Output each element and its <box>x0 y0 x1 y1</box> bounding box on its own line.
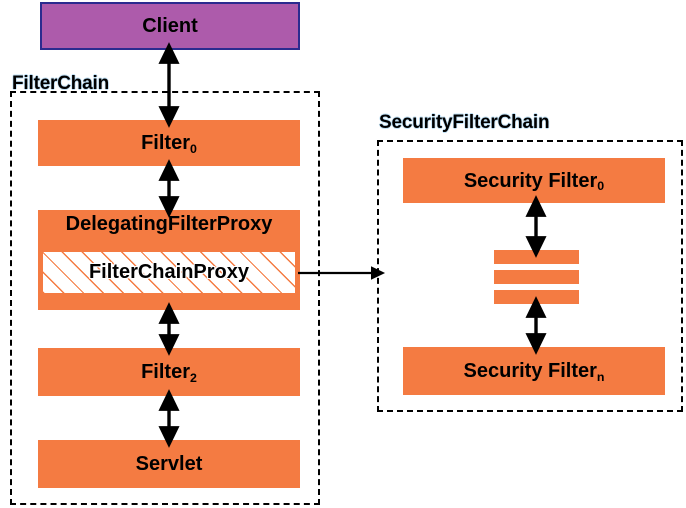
node-filter-2[interactable]: Filter2 <box>22 348 300 412</box>
node-filter-chain-proxy-label: FilterChainProxy <box>88 261 250 283</box>
node-filter-2-subscript: 2 <box>190 370 197 385</box>
ellipsis-bar-3 <box>494 290 579 304</box>
node-client-label: Client <box>142 15 198 37</box>
node-security-filter-n-subscript: n <box>596 369 605 384</box>
node-security-filter-0-label: Security Filter0 <box>463 169 605 194</box>
node-filter-chain-proxy[interactable]: FilterChainProxy <box>42 251 296 294</box>
node-client[interactable]: Client <box>25 2 300 65</box>
node-security-filter-0[interactable]: Security Filter0 <box>396 158 665 210</box>
node-servlet-label: Servlet <box>135 453 203 475</box>
node-filter-2-label: Filter2 <box>141 361 197 385</box>
ellipsis-bar-2 <box>494 270 579 284</box>
node-security-filter-n-label: Security Filtern <box>463 360 605 384</box>
node-security-filter-n[interactable]: Security Filtern <box>387 347 665 411</box>
node-filter-0-subscript: 0 <box>190 141 197 156</box>
node-security-filter-0-subscript: 0 <box>597 179 605 194</box>
ellipsis-bar-1 <box>494 250 579 264</box>
security-filter-chain-group-label: SecurityFilterChain <box>379 112 550 133</box>
node-delegating-filter-proxy-label: DelegatingFilterProxy <box>65 213 273 235</box>
node-servlet[interactable]: Servlet <box>22 440 300 504</box>
node-filter-0[interactable]: Filter0 <box>22 120 300 182</box>
filter-chain-group-label: FilterChain <box>12 73 110 94</box>
node-filter-0-label: Filter0 <box>141 132 197 156</box>
